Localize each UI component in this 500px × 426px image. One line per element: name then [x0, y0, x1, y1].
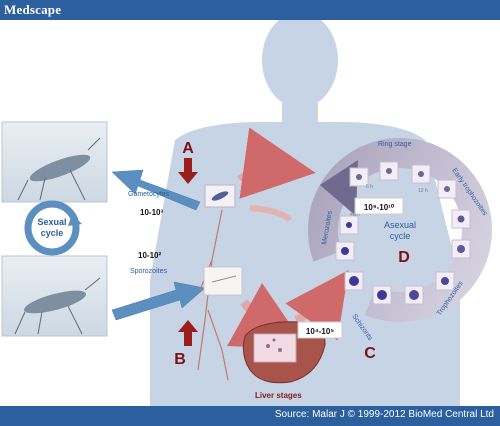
hour-12-label: 12 h [418, 188, 428, 194]
header-bar: Medscape [0, 0, 500, 20]
liver-to-blood-arrow [285, 269, 349, 341]
ring-stage-micrographs [335, 161, 471, 305]
asexual-cycle-label-2: cycle [390, 231, 411, 241]
marker-a: A [182, 140, 194, 157]
brand-logo: Medscape [4, 2, 62, 17]
gametocyte-micrograph [204, 184, 236, 208]
marker-arrow-b [178, 320, 198, 346]
liver-count-box [297, 321, 343, 339]
asexual-cycle-arrowhead [320, 160, 358, 216]
malaria-lifecycle-diagram: Sexual cycle [1, 12, 492, 407]
marker-arrow-a [178, 158, 198, 184]
hour-6-label: 6 h [366, 184, 373, 190]
footer-bar: Source: Malar J © 1999-2012 BioMed Centr… [0, 406, 500, 426]
gametocyte-to-mosquito-arrow [111, 169, 201, 211]
mosquito-panel-top [1, 121, 108, 203]
marker-b: B [174, 351, 186, 368]
gametocyte-count-label: 10-10³ [140, 208, 163, 217]
liver-micrograph [253, 333, 297, 363]
mosquito-panel-bottom [1, 255, 108, 337]
mosquito-to-sporozoite-arrow [111, 281, 206, 321]
asexual-to-gametocyte-arrow [249, 205, 293, 223]
sporozoites-label: Sporozoites [130, 268, 167, 275]
hour-48-label: 48 h [350, 212, 360, 218]
liver-count-label: 10⁴-10⁵ [306, 327, 334, 336]
blood-count-label: 10⁹-10¹⁰ [364, 203, 395, 212]
marker-d: D [398, 249, 410, 266]
loop-arrowhead [68, 214, 82, 226]
blood-count-box [354, 197, 404, 215]
marker-c: C [364, 345, 376, 362]
gametocytes-label: Gametocytes [128, 191, 170, 198]
gametocyte-to-ring-arrow [237, 127, 316, 199]
sexual-cycle-label-2: cycle [41, 228, 64, 238]
asexual-cycle-ring [308, 138, 492, 322]
sporozoite-count-label: 10-10² [138, 251, 161, 260]
asexual-cycle-label-1: Asexual [384, 220, 416, 230]
sporozoite-micrograph [203, 266, 243, 296]
liver-stages-label: Liver stages [255, 391, 302, 400]
source-credit: Source: Malar J © 1999-2012 BioMed Centr… [274, 409, 494, 420]
ring-stage-label: Ring stage [378, 141, 412, 148]
sexual-cycle-loop: Sexual cycle [24, 200, 82, 256]
diagram-canvas: Sexual cycle [0, 12, 500, 407]
sexual-cycle-label-1: Sexual [37, 217, 66, 227]
